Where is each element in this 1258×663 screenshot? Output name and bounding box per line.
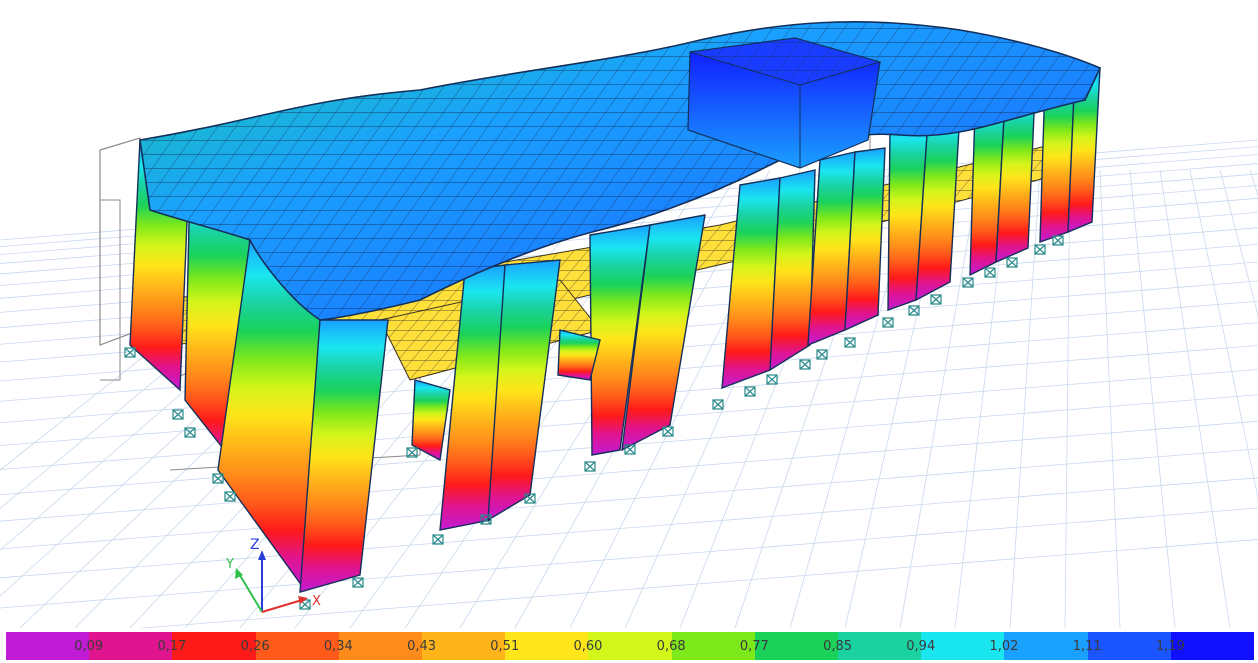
support-symbol bbox=[1034, 244, 1046, 255]
support-symbol bbox=[816, 349, 828, 360]
grid-line bbox=[1129, 169, 1176, 628]
legend-value-label: 0,51 bbox=[490, 639, 520, 654]
grid-line bbox=[138, 539, 1258, 628]
legend-color-swatch bbox=[1170, 632, 1254, 660]
x-axis-arrowhead bbox=[298, 596, 308, 604]
legend-color-swatch: 0,43 bbox=[338, 632, 436, 660]
support-symbol bbox=[184, 427, 196, 438]
grid-line bbox=[0, 507, 1258, 609]
support-symbol bbox=[799, 359, 811, 370]
shear-wall-panel bbox=[411, 379, 451, 462]
legend-color-swatch: 0,17 bbox=[89, 632, 186, 660]
legend-color-swatch: 0,94 bbox=[838, 632, 935, 660]
legend-color-swatch: 0,77 bbox=[671, 632, 769, 660]
legend-value-label: 1,11 bbox=[1072, 639, 1102, 654]
z-axis-arrowhead bbox=[258, 550, 266, 560]
support-symbol bbox=[712, 399, 724, 410]
legend-value-label: 0,68 bbox=[656, 639, 686, 654]
z-axis-label: Z bbox=[250, 537, 260, 553]
legend-value-label: 0,34 bbox=[323, 639, 353, 654]
support-symbol bbox=[224, 491, 236, 502]
legend-value-label: 0,09 bbox=[74, 639, 104, 654]
color-scale-legend: 0,09 0,17 0,26 0,34 0,43 0,51 0,60 0,68 0,77 0,85… bbox=[6, 632, 1254, 660]
shear-wall-panel bbox=[769, 169, 816, 372]
support-symbol bbox=[624, 444, 636, 455]
support-symbol bbox=[406, 447, 418, 458]
x-axis-label: X bbox=[312, 594, 321, 609]
support-symbol bbox=[1006, 257, 1018, 268]
grid-line bbox=[899, 169, 981, 628]
y-axis-arrowhead bbox=[235, 568, 243, 579]
legend-color-swatch: 1,19 bbox=[1087, 632, 1185, 660]
support-symbol bbox=[908, 305, 920, 316]
support-symbol bbox=[882, 317, 894, 328]
grid-line bbox=[1064, 169, 1071, 628]
grid-line bbox=[1099, 169, 1121, 628]
support-symbol bbox=[212, 473, 224, 484]
legend-color-swatch: 0,85 bbox=[754, 632, 852, 660]
legend-value-label: 0,26 bbox=[240, 639, 270, 654]
support-symbol bbox=[662, 426, 674, 437]
shear-walls bbox=[129, 67, 1101, 593]
grid-line bbox=[0, 477, 1258, 579]
support-symbol bbox=[480, 514, 492, 525]
roof-penthouse-box bbox=[687, 37, 882, 169]
shear-wall-panel bbox=[844, 147, 886, 332]
legend-color-swatch: 1,11 bbox=[1004, 632, 1102, 660]
legend-color-swatch: 0,68 bbox=[588, 632, 686, 660]
shear-wall-panel bbox=[299, 319, 389, 593]
support-symbol bbox=[962, 277, 974, 288]
grid-line bbox=[0, 448, 1258, 550]
support-symbol bbox=[124, 347, 136, 358]
support-symbol bbox=[984, 267, 996, 278]
support-symbol bbox=[930, 294, 942, 305]
axis-triad: Z Y X bbox=[225, 537, 321, 613]
legend-value-label: 0,17 bbox=[157, 639, 187, 654]
legend-value-label: 0,77 bbox=[739, 639, 769, 654]
grid-line bbox=[0, 420, 1258, 522]
legend-value-label: 1,02 bbox=[989, 639, 1019, 654]
shear-wall-panel bbox=[487, 259, 561, 522]
support-symbol bbox=[1052, 235, 1064, 246]
legend-value-label: 0,60 bbox=[573, 639, 603, 654]
deformed-shape-3d-view[interactable]: Z Y X bbox=[0, 0, 1258, 628]
shear-wall-panel bbox=[589, 224, 651, 456]
legend-color-swatch: 0,09 bbox=[6, 632, 103, 660]
legend-value-label: 0,43 bbox=[407, 639, 437, 654]
x-axis-line bbox=[261, 599, 303, 613]
shear-wall-panel bbox=[621, 214, 706, 452]
legend-value-label: 0,85 bbox=[823, 639, 853, 654]
legend-value-label: 0,94 bbox=[906, 639, 936, 654]
support-symbol bbox=[352, 577, 364, 588]
legend-color-swatch: 0,34 bbox=[255, 632, 353, 660]
shear-wall-panel bbox=[557, 329, 601, 381]
grid-line bbox=[1189, 169, 1258, 500]
grid-line bbox=[1159, 169, 1231, 628]
support-symbol bbox=[844, 337, 856, 348]
legend-value-label: 1,19 bbox=[1155, 639, 1185, 654]
support-symbol bbox=[766, 374, 778, 385]
legend-color-swatch: 0,51 bbox=[422, 632, 519, 660]
support-symbol bbox=[584, 461, 596, 472]
grid-line bbox=[1249, 169, 1258, 197]
legend-color-swatch: 1,02 bbox=[921, 632, 1018, 660]
y-axis-line bbox=[237, 571, 263, 613]
support-symbol bbox=[432, 534, 444, 545]
model-viewport[interactable]: Z Y X bbox=[0, 0, 1258, 628]
support-restraints bbox=[124, 235, 1064, 610]
support-symbol bbox=[524, 493, 536, 504]
legend-color-swatch: 0,60 bbox=[505, 632, 602, 660]
y-axis-label: Y bbox=[225, 557, 234, 572]
grid-line bbox=[1219, 169, 1258, 317]
support-symbol bbox=[744, 386, 756, 397]
legend-color-swatch: 0,26 bbox=[172, 632, 270, 660]
support-symbol bbox=[172, 409, 184, 420]
